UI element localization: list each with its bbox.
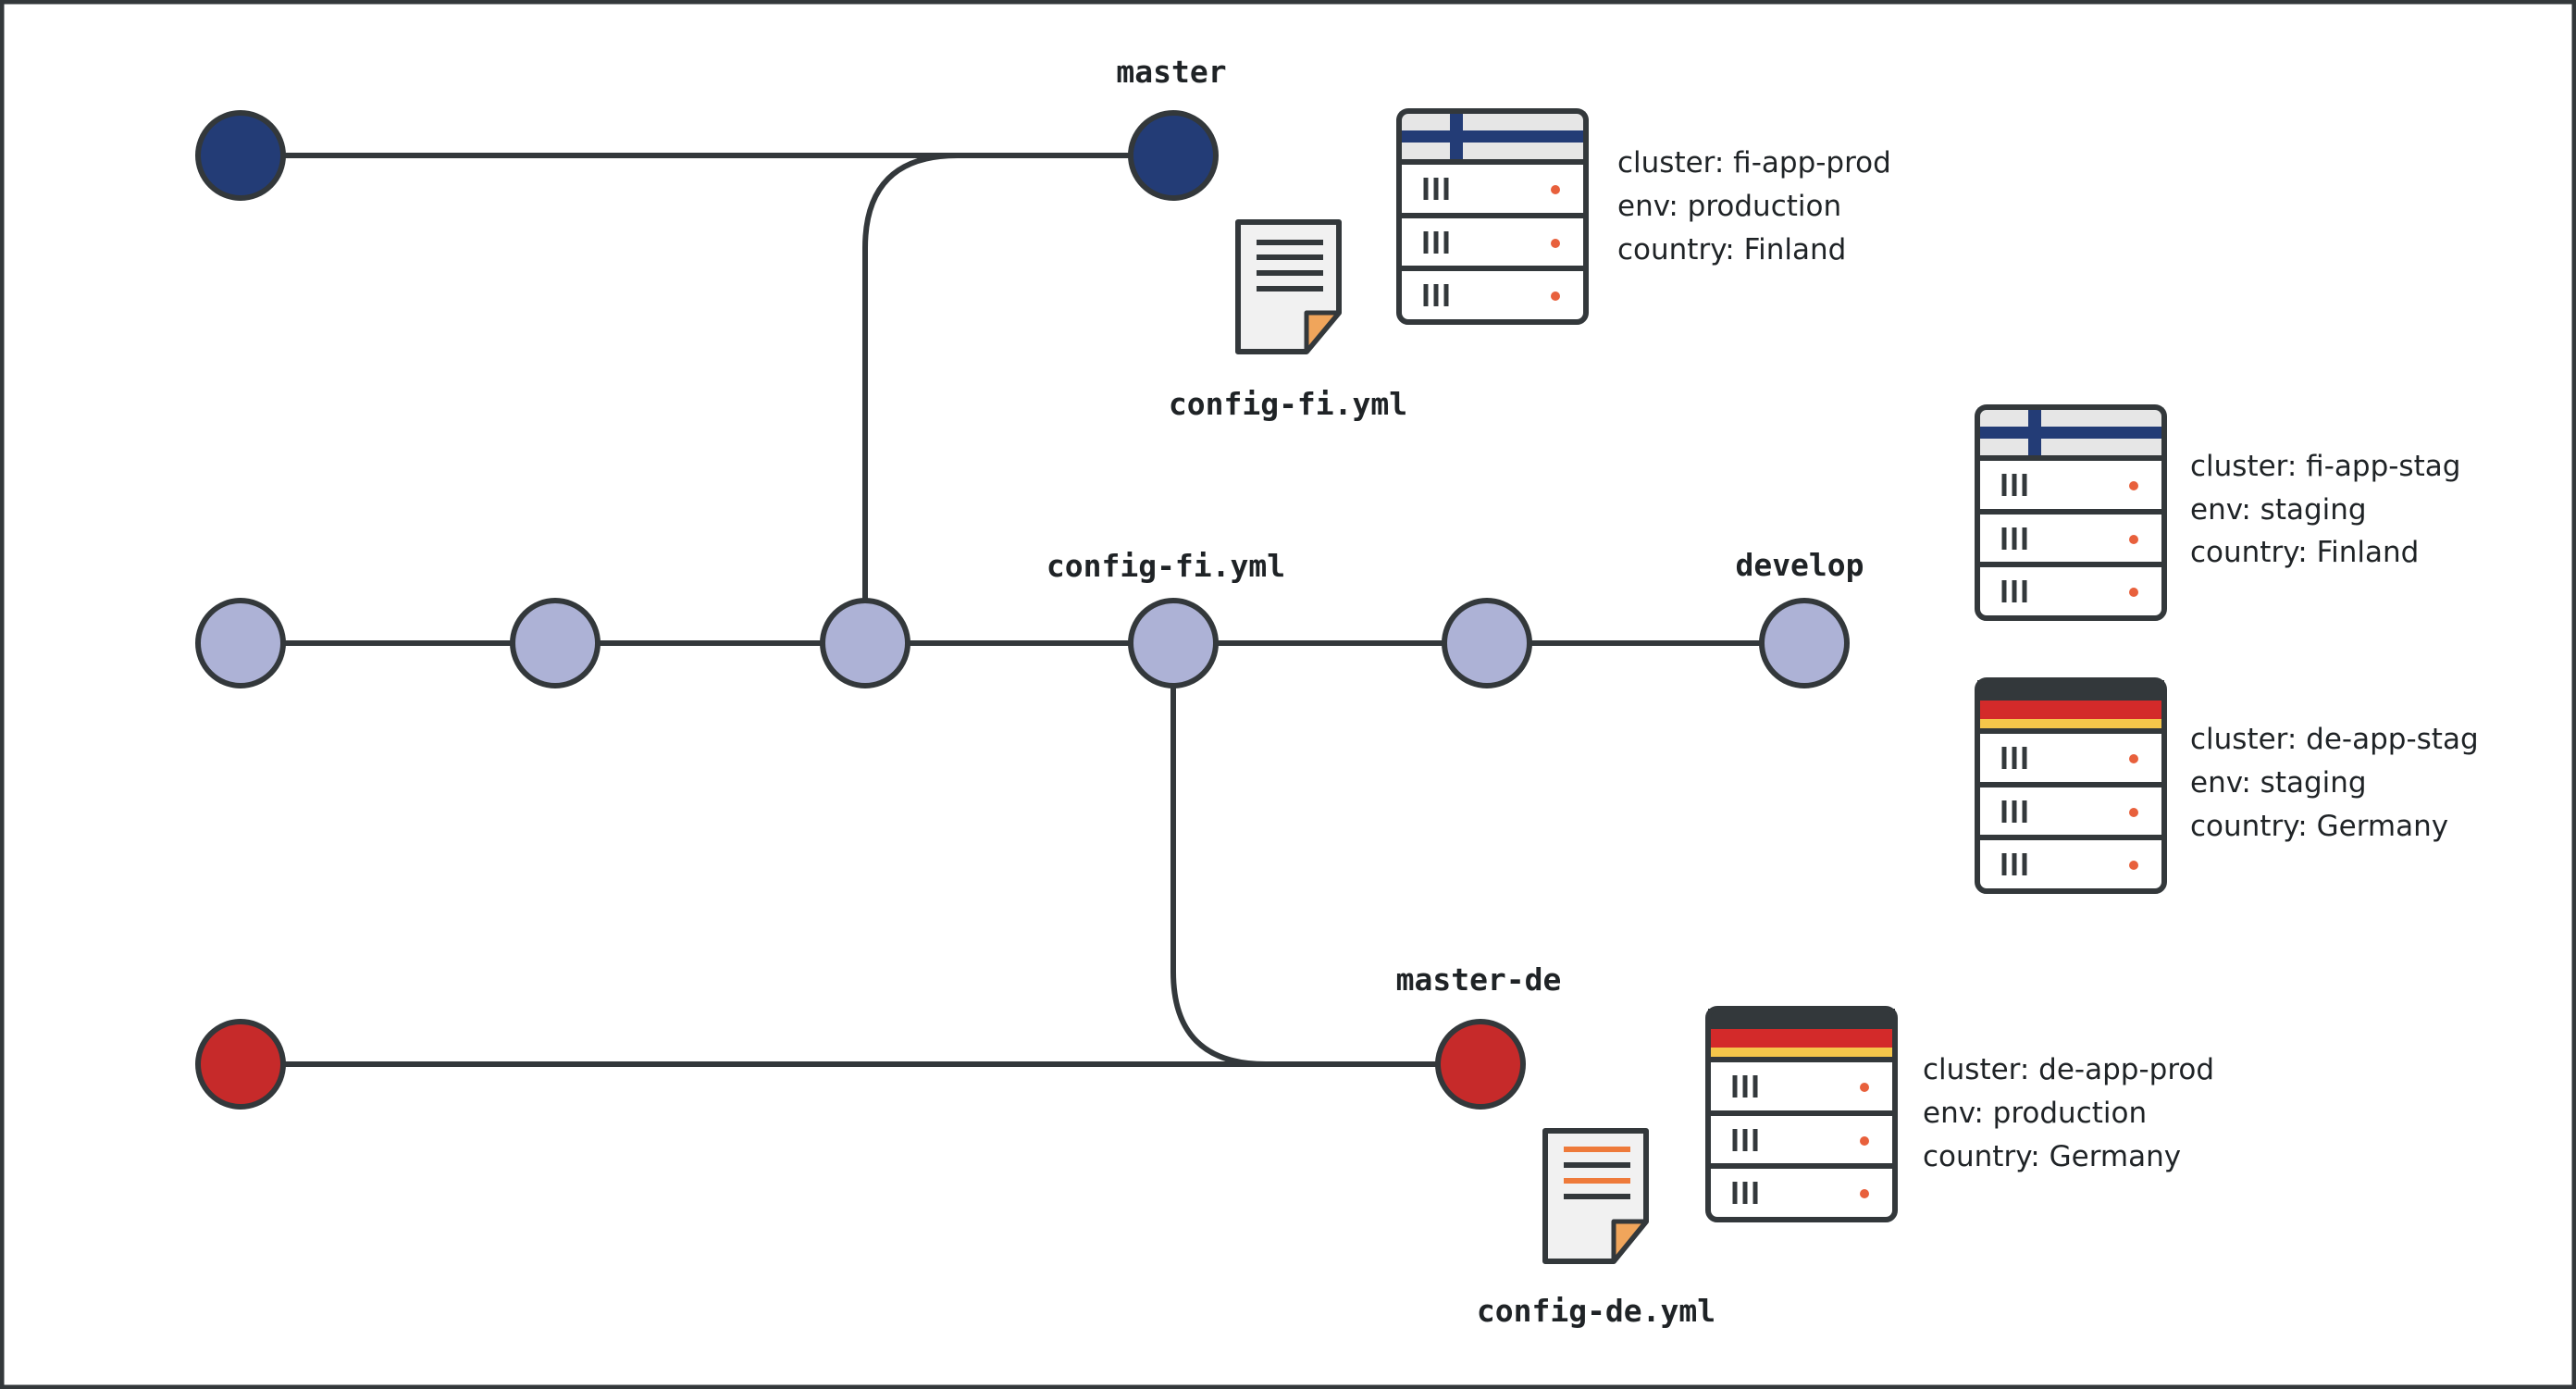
finland-flag-icon: [1977, 407, 2164, 458]
server-rack-icon: [1975, 677, 2167, 894]
cluster-fi-app-prod[interactable]: cluster: fi-app-prod env: production cou…: [1396, 108, 1891, 325]
cluster-env-text: env: production: [1923, 1097, 2147, 1130]
develop-commit-node[interactable]: [820, 598, 910, 688]
document-icon: [1235, 219, 1342, 354]
document-label: config-de.yml: [1477, 1293, 1715, 1329]
develop-commit-node[interactable]: [1442, 598, 1532, 688]
merge-develop-to-master-line: [862, 153, 959, 643]
cluster-de-app-stag[interactable]: cluster: de-app-stag env: staging countr…: [1975, 677, 2479, 894]
cluster-country-text: country: Finland: [2190, 536, 2419, 569]
server-rack-icon: [1396, 108, 1589, 325]
finland-flag-icon: [1399, 111, 1586, 162]
develop-branch-label: develop: [1735, 547, 1864, 583]
germany-flag-icon: [1977, 680, 2164, 731]
server-rack-icon: [1705, 1006, 1898, 1222]
develop-commit-node[interactable]: [195, 598, 286, 688]
document-icon: [1542, 1128, 1649, 1264]
config-fi-document[interactable]: config-fi.yml: [1169, 219, 1407, 422]
commit-label-config-fi: config-fi.yml: [1046, 548, 1285, 584]
config-de-document[interactable]: config-de.yml: [1477, 1128, 1715, 1329]
cluster-env-text: env: staging: [2190, 766, 2367, 800]
cluster-name-text: cluster: de-app-stag: [2190, 723, 2479, 756]
master-de-head-commit-node[interactable]: [1435, 1019, 1526, 1110]
server-rack-icon: [1975, 404, 2167, 621]
germany-flag-icon: [1708, 1009, 1895, 1060]
cluster-de-app-prod[interactable]: cluster: de-app-prod env: production cou…: [1705, 1006, 2214, 1222]
master-branch-label: master: [1116, 54, 1226, 90]
cluster-name-text: cluster: fi-app-prod: [1617, 146, 1891, 180]
cluster-country-text: country: Germany: [2190, 810, 2448, 843]
merge-develop-to-master-de-line: [1170, 643, 1267, 1067]
document-label: config-fi.yml: [1169, 386, 1407, 422]
cluster-country-text: country: Finland: [1617, 233, 1846, 267]
develop-head-commit-node[interactable]: [1759, 598, 1850, 688]
master-de-branch-label: master-de: [1396, 961, 1562, 998]
cluster-fi-app-stag[interactable]: cluster: fi-app-stag env: staging countr…: [1975, 404, 2460, 621]
develop-commit-node[interactable]: [510, 598, 601, 688]
develop-commit-node-config-fi[interactable]: [1128, 598, 1219, 688]
master-head-commit-node[interactable]: [1128, 110, 1219, 201]
master-commit-node[interactable]: [195, 110, 286, 201]
cluster-country-text: country: Germany: [1923, 1140, 2181, 1173]
master-de-commit-node[interactable]: [195, 1019, 286, 1110]
branch-lines: [241, 153, 1804, 1067]
cluster-name-text: cluster: de-app-prod: [1923, 1053, 2214, 1086]
cluster-name-text: cluster: fi-app-stag: [2190, 450, 2460, 483]
cluster-env-text: env: staging: [2190, 493, 2367, 527]
cluster-env-text: env: production: [1617, 190, 1841, 223]
